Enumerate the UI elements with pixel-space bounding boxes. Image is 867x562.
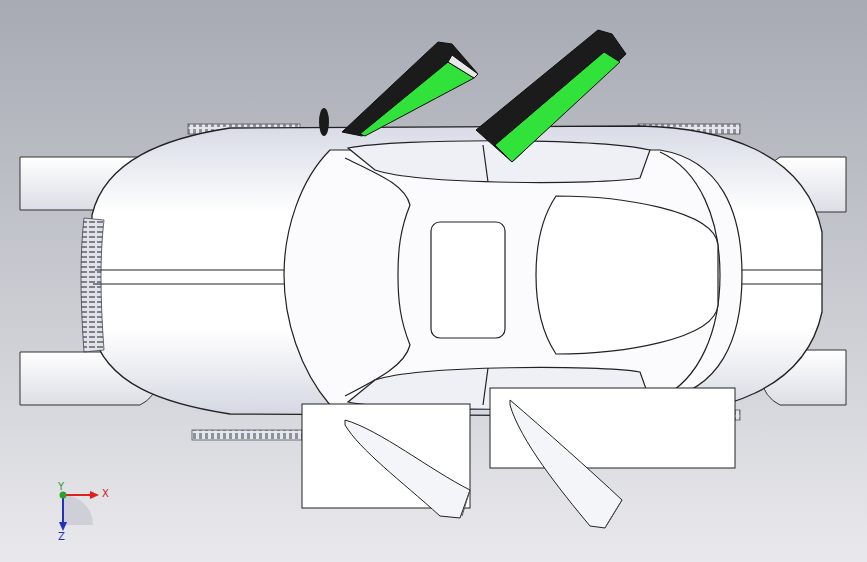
grille [81, 218, 104, 352]
axis-label: Y [58, 482, 64, 492]
axis-label: Z [58, 532, 65, 542]
cabin [284, 141, 742, 410]
car-body [92, 126, 822, 416]
axis-triad [59, 491, 99, 531]
doors-open-bottom [302, 388, 735, 528]
axis-label: X [102, 489, 109, 499]
doors-open-top [342, 30, 626, 162]
